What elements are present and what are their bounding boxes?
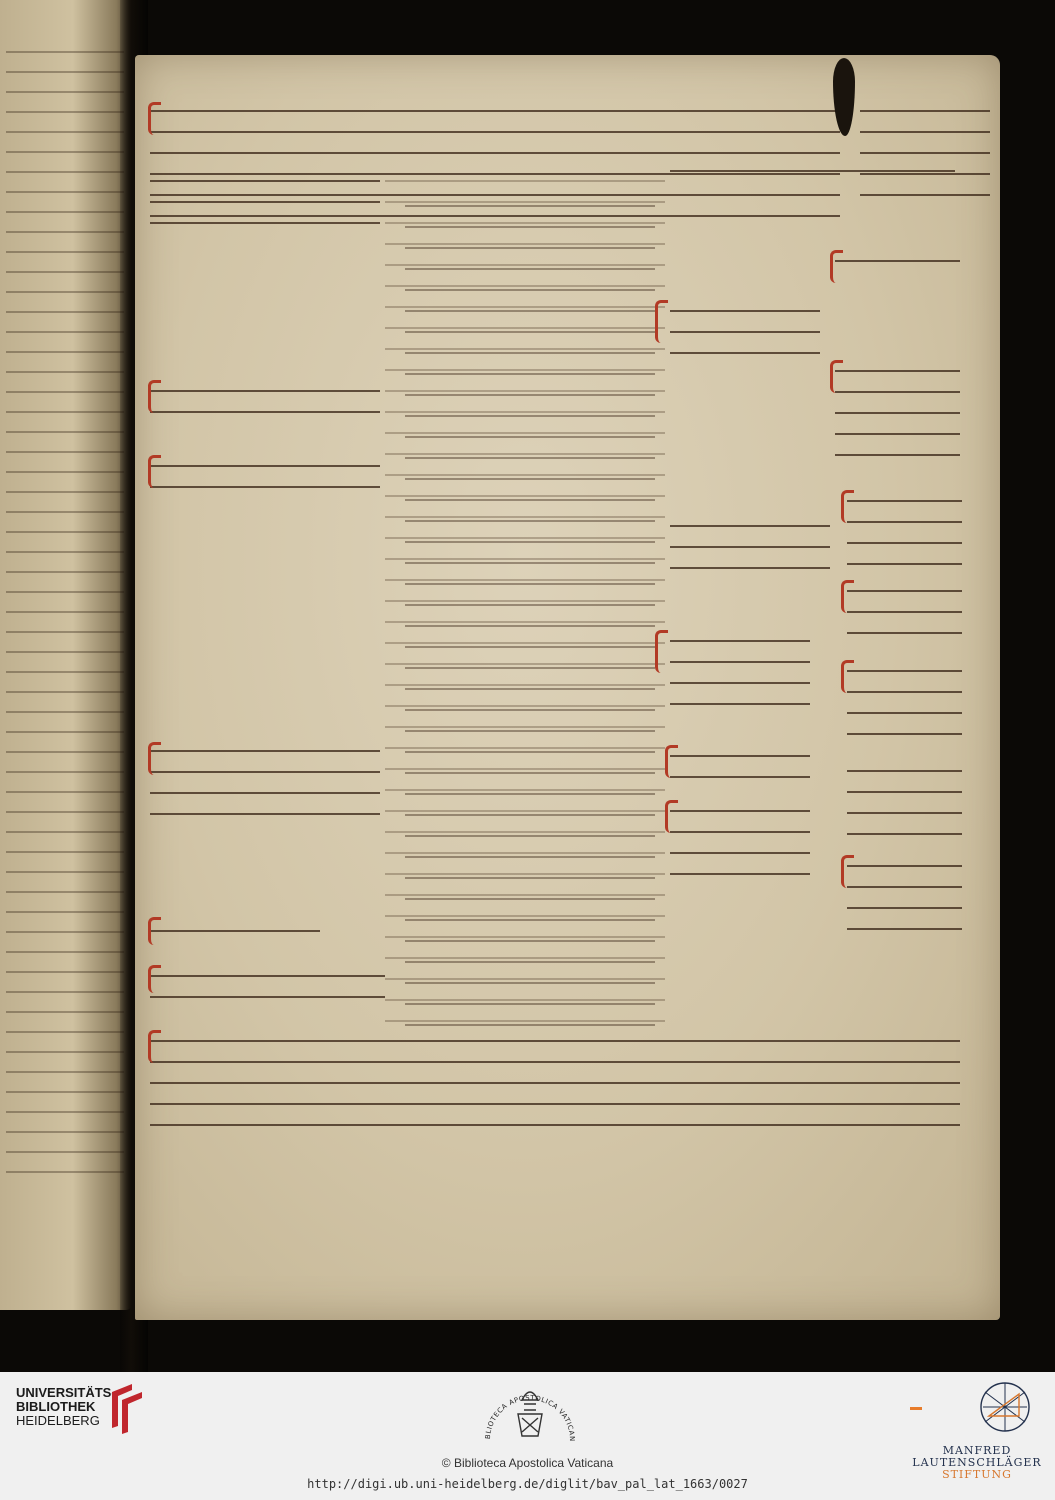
interlinear-glosses (405, 195, 655, 1035)
gloss-right-3 (847, 490, 962, 570)
mls-foundation-logo[interactable]: MANFRED LAUTENSCHLÄGER STIFTUNG (912, 1445, 1042, 1481)
seal-text: BIBLIOTECA APOSTOLICA VATICANA (470, 1378, 575, 1442)
mls-line-3: STIFTUNG (942, 1468, 1012, 1481)
red-initial (148, 380, 161, 413)
red-initial (841, 855, 854, 888)
red-initial (665, 800, 678, 833)
gloss-right-2 (835, 360, 960, 460)
gloss-left-4 (150, 920, 320, 940)
ub-logo-icon (112, 1384, 142, 1434)
red-initial (665, 745, 678, 778)
red-initial (655, 300, 668, 343)
gloss-left-3 (150, 740, 380, 830)
gloss-right-1 (835, 250, 960, 280)
permalink-url[interactable]: http://digi.ub.uni-heidelberg.de/diglit/… (307, 1477, 748, 1491)
mls-foundation-icon (980, 1382, 1030, 1432)
gloss-right-5 (847, 660, 962, 740)
red-initial (148, 455, 161, 488)
main-text-column (385, 170, 665, 1030)
ub-heidelberg-logo[interactable]: UNIVERSITÄTS- BIBLIOTHEK HEIDELBERG (16, 1386, 116, 1428)
svg-text:BIBLIOTECA APOSTOLICA VATICANA: BIBLIOTECA APOSTOLICA VATICANA (470, 1378, 576, 1442)
gloss-right-6 (847, 760, 962, 845)
accent-dash (910, 1407, 922, 1410)
credit-line: © Biblioteca Apostolica Vaticana (441, 1456, 614, 1470)
ub-logo-line-2: BIBLIOTHEK (16, 1399, 96, 1414)
red-initial (148, 917, 161, 945)
facing-page-fragment (0, 0, 132, 1310)
ub-logo-line-3: HEIDELBERG (16, 1413, 100, 1428)
gloss-mid-3 (670, 515, 830, 585)
red-initial (830, 250, 843, 283)
commentary-bottom (150, 1030, 960, 1135)
red-initial (841, 660, 854, 693)
gloss-mid-4 (670, 630, 810, 720)
gloss-right-4 (847, 580, 962, 635)
manuscript-scan (0, 0, 1055, 1372)
red-initial (841, 580, 854, 613)
gloss-mid-6 (670, 800, 810, 890)
manuscript-folio (135, 55, 1000, 1320)
gloss-mid-2 (670, 300, 820, 360)
parchment-hole (833, 58, 855, 136)
red-initial (148, 1030, 161, 1063)
gloss-left-2 (150, 455, 380, 505)
gloss-right-7 (847, 855, 962, 935)
mls-line-1: MANFRED (942, 1444, 1012, 1457)
gloss-mid-5 (670, 745, 810, 785)
mls-line-2: LAUTENSCHLÄGER (912, 1456, 1042, 1469)
red-initial (655, 630, 668, 673)
gloss-mid-1 (670, 160, 955, 190)
gloss-left-1 (150, 380, 380, 430)
red-initial (148, 965, 161, 993)
red-initial (148, 742, 161, 775)
gloss-left-5 (150, 965, 385, 1005)
commentary-top-left (150, 170, 380, 230)
ub-logo-line-1: UNIVERSITÄTS- (16, 1385, 116, 1400)
red-initial (148, 102, 161, 135)
red-initial (841, 490, 854, 523)
red-initial (830, 360, 843, 393)
vatican-library-seal: BIBLIOTECA APOSTOLICA VATICANA (470, 1378, 576, 1442)
